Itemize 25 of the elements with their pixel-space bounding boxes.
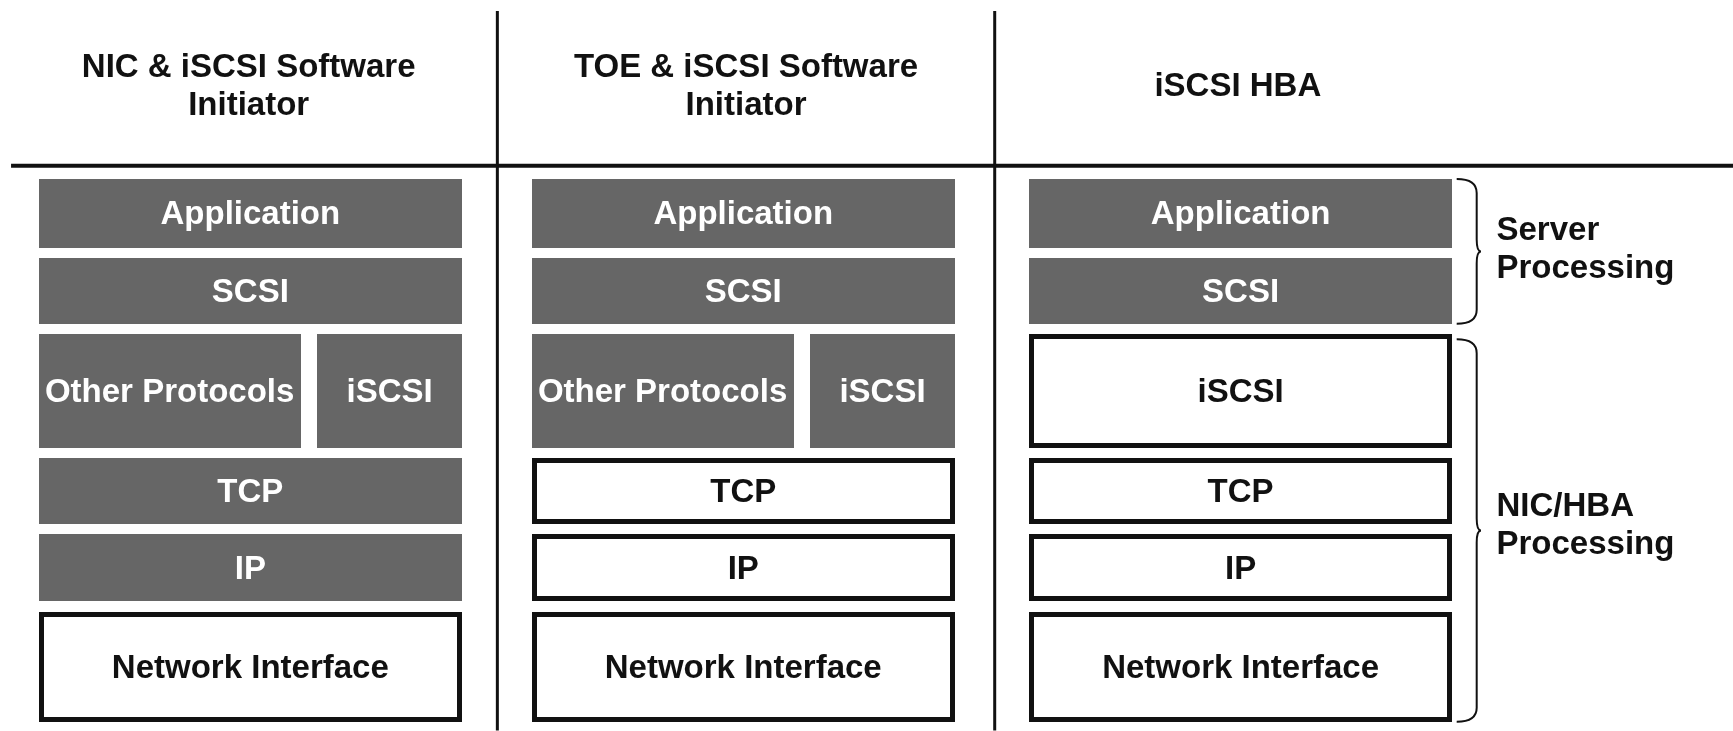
group-label: Server Processing [1496, 210, 1676, 286]
layer-block: Application [38, 179, 462, 248]
offloaded-layer-block: Network Interface [531, 612, 955, 722]
offloaded-layer-block: Network Interface [38, 612, 462, 722]
column-heading: iSCSI HBA [1153, 65, 1323, 106]
layer-block: iSCSI [810, 333, 955, 448]
layer-block: SCSI [531, 257, 955, 324]
offloaded-layer-block: IP [531, 533, 955, 602]
group-label: NIC/HBA Processing [1496, 486, 1676, 563]
layer-block: SCSI [1028, 257, 1453, 324]
layer-block: SCSI [38, 257, 462, 324]
layer-block: Application [531, 179, 955, 248]
layer-block: Other Protocols [531, 333, 794, 448]
layer-block: Application [1028, 179, 1453, 248]
offloaded-layer-block: TCP [531, 457, 955, 524]
column-heading: TOE & iSCSI Software Initiator [572, 46, 920, 125]
layer-block: IP [38, 533, 462, 602]
column-heading: NIC & iSCSI Software Initiator [80, 46, 417, 125]
offloaded-layer-block: TCP [1028, 457, 1453, 524]
layer-block: iSCSI [317, 333, 462, 448]
offloaded-layer-block: IP [1028, 533, 1453, 602]
offloaded-layer-block: Network Interface [1028, 612, 1453, 722]
layer-block: Other Protocols [38, 333, 301, 448]
offloaded-layer-block: iSCSI [1028, 333, 1453, 448]
layer-block: TCP [38, 457, 462, 524]
